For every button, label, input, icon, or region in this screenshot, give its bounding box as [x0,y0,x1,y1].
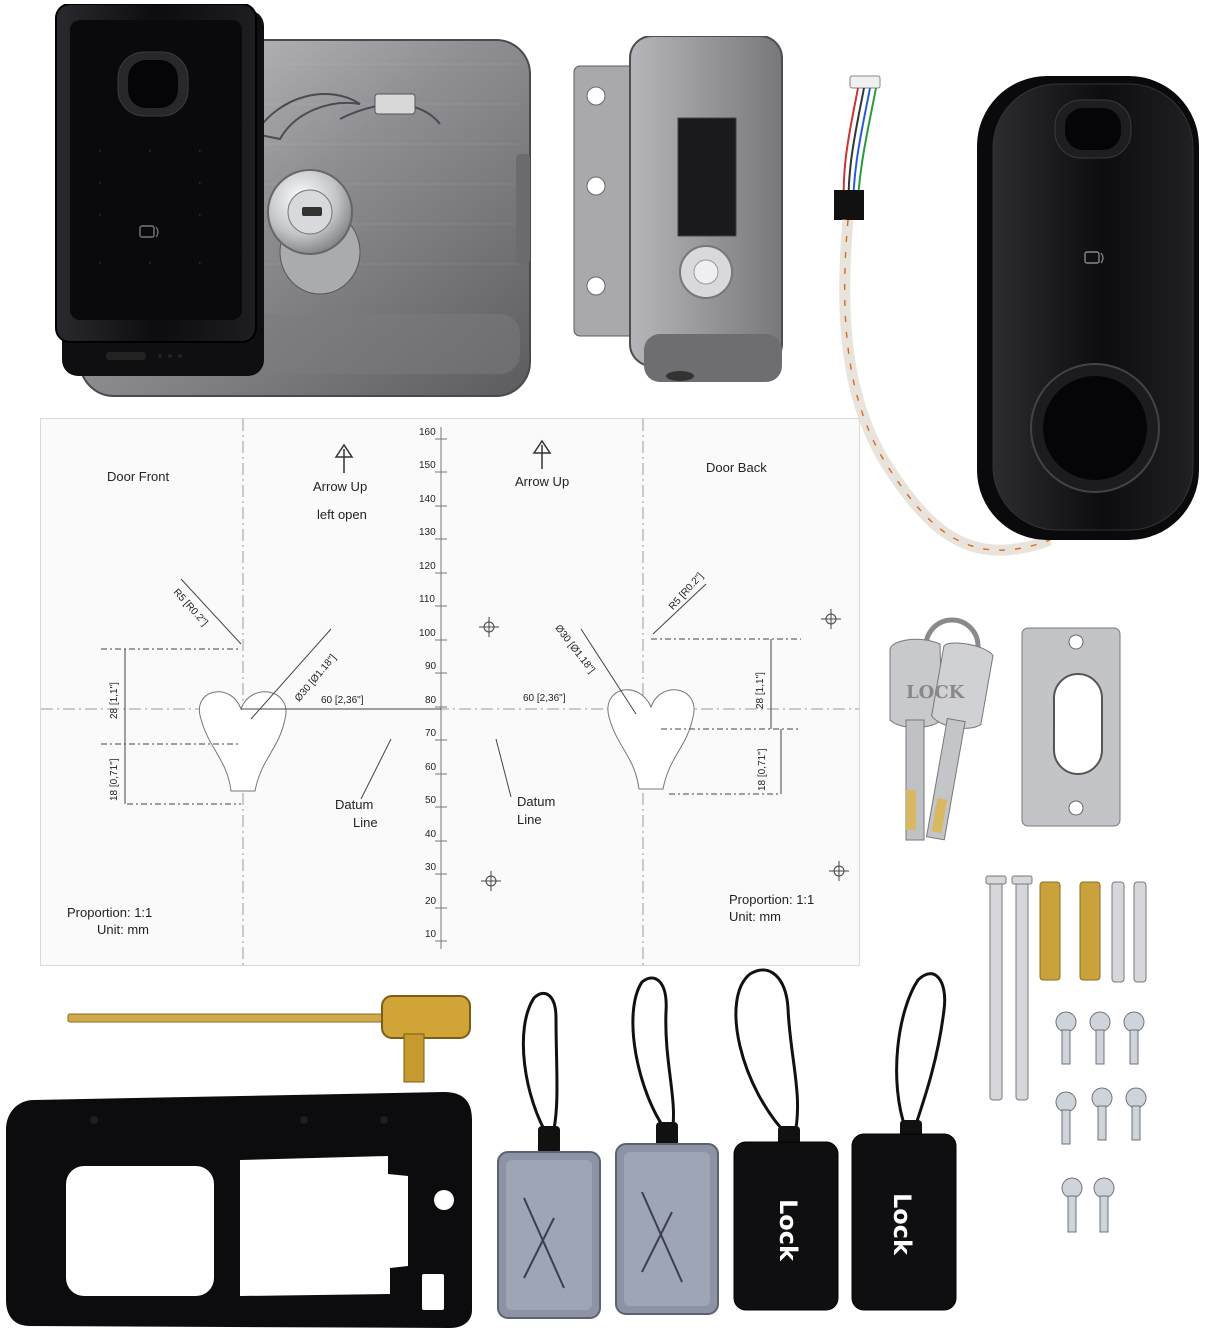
ruler-tick: 40 [425,829,437,840]
key-stamp: LOCK [906,682,966,703]
template-back-proportion: Proportion: 1:1 [729,892,815,907]
svg-text:·: · [98,145,102,157]
template-front-dim-lower: 18 [0,71"] [109,758,120,801]
rfid-tag-clear-1 [497,992,601,1319]
nfc-card-icon [1084,251,1104,264]
screws-photo [985,875,1147,1233]
ruler-tick: 120 [419,561,436,572]
ruler-tick: 80 [425,695,437,706]
rfid-tag-black-2-label: Lock [888,1193,916,1255]
connector-cable [834,75,1052,556]
svg-text:·: · [98,257,102,269]
svg-text:·: · [148,257,152,269]
keys-photo: LOCK [889,617,994,841]
nfc-card-icon [139,225,159,238]
strike-plate-photo [573,36,783,382]
svg-text:·: · [198,145,202,157]
template-front-width: 60 [2,36"] [321,695,364,706]
ruler-tick: 160 [419,427,436,438]
template-lines [41,419,859,965]
template-back-width: 60 [2,36"] [523,693,566,704]
spindle-rod [67,995,471,1083]
template-front-unit: Unit: mm [97,922,149,937]
template-front-datum: Datum [335,797,374,812]
template-back-datum-line: Line [517,812,542,827]
lock-cylinder-icon [267,169,361,295]
ruler-tick: 90 [425,661,437,672]
rubber-gasket [6,1092,472,1328]
svg-text:·: · [148,145,152,157]
template-front-dim-upper: 28 [1,1"] [109,682,120,719]
lock-body-photo: · · · · · · · · · · [55,4,531,397]
ruler-tick: 110 [419,594,435,605]
rfid-tag-black-1 [733,968,839,1311]
ruler-tick: 70 [425,728,437,739]
template-back-unit: Unit: mm [729,909,781,924]
svg-text:·: · [98,177,102,189]
rear-reader-photo [977,76,1199,540]
template-front-proportion: Proportion: 1:1 [67,905,153,920]
ruler-tick: 130 [419,527,436,538]
svg-text:·: · [198,257,202,269]
svg-text:·: · [198,209,202,221]
template-front-arrow-label: Arrow Up [313,479,368,494]
rfid-tag-black-1-label: Lock [774,1199,802,1261]
template-front-title: Door Front [107,469,170,484]
ruler-tick: 60 [425,762,437,773]
small-mounting-plate [1021,627,1121,827]
fingerprint-sensor-icon [1030,363,1160,493]
ruler-tick: 20 [425,896,437,907]
ruler-tick: 30 [425,862,437,873]
ruler-tick: 150 [419,460,436,471]
drilling-template: 160 150 140 130 120 110 100 90 80 70 60 … [40,418,860,966]
template-back-arrow-label: Arrow Up [515,474,570,489]
ruler-tick: 100 [419,628,436,639]
rfid-tag-black-2 [851,972,957,1311]
ruler-tick: 50 [425,795,437,806]
template-back-dim-upper: 28 [1,1"] [755,672,766,709]
fingerprint-sensor-icon [117,51,189,117]
template-back-title: Door Back [706,460,767,475]
svg-text:·: · [98,209,102,221]
ruler-tick: 10 [425,929,437,940]
rfid-tag-clear-2 [615,976,719,1315]
template-front-datum-line: Line [353,815,378,830]
template-back-dim-lower: 18 [0,71"] [757,748,768,791]
svg-text:·: · [198,177,202,189]
ruler-tick: 140 [419,494,436,505]
template-open-note: left open [317,507,367,522]
template-back-datum: Datum [517,794,556,809]
